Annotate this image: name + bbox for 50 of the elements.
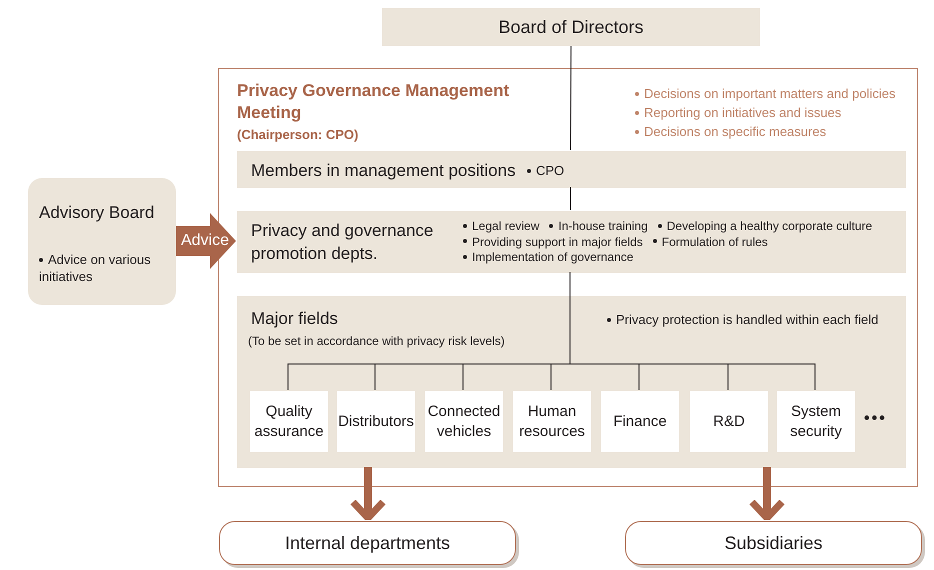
bullet-item: Legal review xyxy=(463,219,540,235)
node-label: Connected vehicles xyxy=(426,402,502,442)
bullet-item: Advice on various initiatives xyxy=(39,252,169,286)
meeting-title: Privacy Governance Management Meeting xyxy=(237,80,510,124)
band-heading: Privacy and governance promotion depts. xyxy=(251,220,434,265)
node-label: Board of Directors xyxy=(498,16,644,38)
field-box xyxy=(690,391,768,452)
bullet-item: Formulation of rules xyxy=(652,234,768,250)
node-label: Quality assurance xyxy=(253,402,325,442)
section-band xyxy=(237,296,906,468)
arrow xyxy=(748,467,786,522)
edge-label: Advice xyxy=(180,231,230,251)
field-box xyxy=(250,391,328,452)
field-box xyxy=(601,391,679,452)
field-box xyxy=(425,391,503,452)
bullet-item: Reporting on initiatives and issues xyxy=(635,105,842,122)
node-label: R&D xyxy=(713,412,745,432)
advisory-box xyxy=(28,178,176,305)
section-band xyxy=(237,211,906,273)
connector-line xyxy=(570,186,571,210)
bullet-item: Developing a healthy corporate culture xyxy=(658,219,872,235)
bullet-item: CPO xyxy=(527,163,564,180)
org-box xyxy=(382,8,760,46)
ellipsis-label: ••• xyxy=(864,410,887,428)
field-box xyxy=(337,391,415,452)
arrow xyxy=(176,213,236,269)
bullet-item: Providing support in major fields xyxy=(463,234,643,250)
chairperson-note: (Chairperson: CPO) xyxy=(237,127,358,144)
bullet-item: In-house training xyxy=(549,219,648,235)
band-note: (To be set in accordance with privacy risk levels) xyxy=(248,334,505,349)
node-label: Subsidiaries xyxy=(724,532,823,554)
section-band xyxy=(237,151,906,188)
node-label: Human resources xyxy=(518,402,586,442)
node-label: System security xyxy=(789,402,843,442)
node-label: Internal departments xyxy=(284,532,450,554)
bullet-item: Decisions on specific measures xyxy=(635,124,826,141)
band-heading: Major fields xyxy=(251,308,338,330)
field-box xyxy=(777,391,855,452)
arrow xyxy=(350,467,386,522)
bullet-item: Decisions on important matters and policies xyxy=(635,86,896,103)
bullet-item: Privacy protection is handled within each field xyxy=(607,312,878,329)
destination-box xyxy=(625,521,922,565)
connector-line xyxy=(570,46,572,150)
node-label: Distributors xyxy=(338,412,414,432)
field-box xyxy=(513,391,591,452)
destination-box xyxy=(219,521,516,565)
bullet-item: Implementation of governance xyxy=(463,250,634,266)
node-label: Finance xyxy=(613,412,667,432)
band-heading: Members in management positions xyxy=(251,160,516,182)
board-heading: Advisory Board xyxy=(39,202,154,224)
